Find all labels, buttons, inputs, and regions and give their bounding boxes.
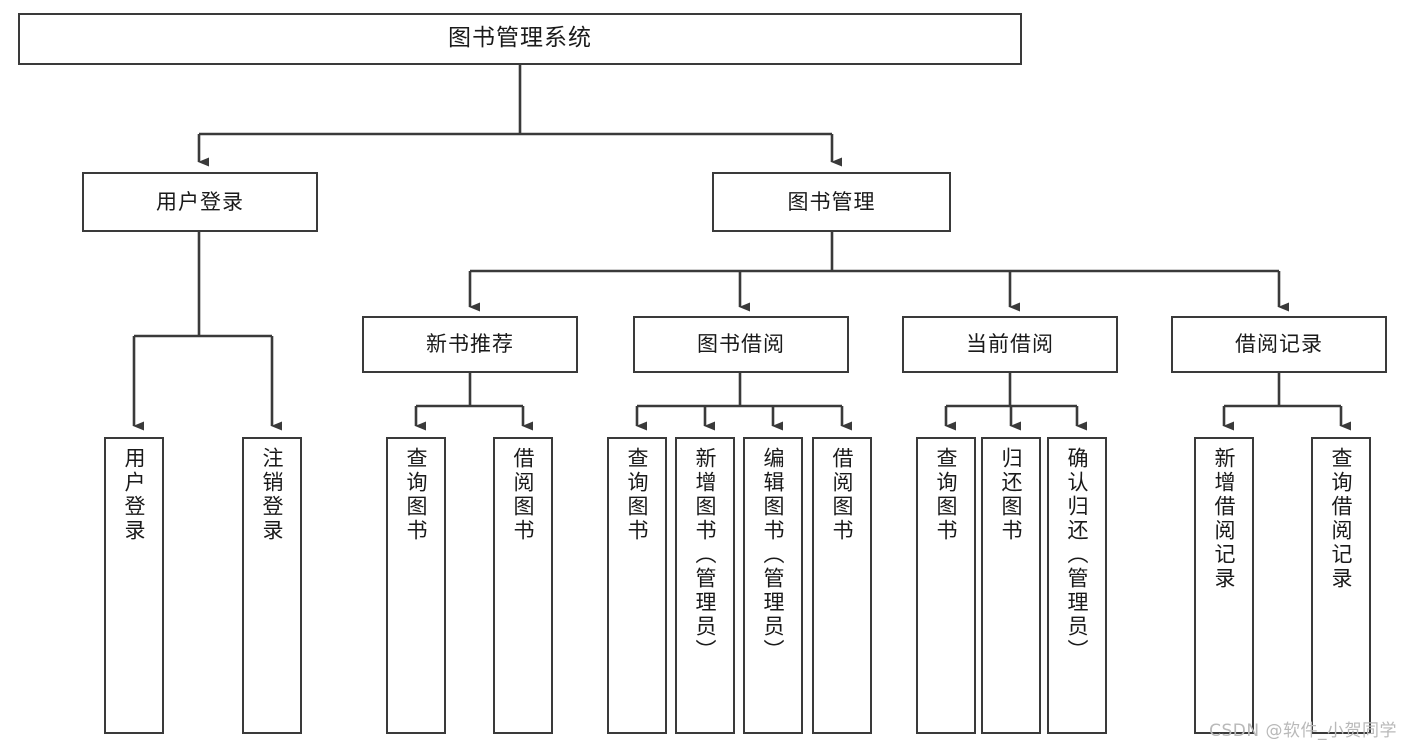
node-label: 新增图书（管理员） xyxy=(693,447,718,663)
node-label: 编辑图书（管理员） xyxy=(761,447,786,663)
leaf-query-borrow-record[interactable]: 查询借阅记录 xyxy=(1311,437,1371,734)
node-borrow-record[interactable]: 借阅记录 xyxy=(1171,316,1387,373)
node-label: 借阅图书 xyxy=(511,447,536,543)
leaf-query-book-current[interactable]: 查询图书 xyxy=(916,437,976,734)
node-label: 新书推荐 xyxy=(426,332,514,357)
node-label: 查询图书 xyxy=(625,447,650,543)
node-label: 归还图书 xyxy=(999,447,1024,543)
leaf-return-book[interactable]: 归还图书 xyxy=(981,437,1041,734)
node-new-book-recommend[interactable]: 新书推荐 xyxy=(362,316,578,373)
node-label: 借阅记录 xyxy=(1235,332,1323,357)
node-label: 查询借阅记录 xyxy=(1329,447,1354,591)
leaf-add-book[interactable]: 新增图书（管理员） xyxy=(675,437,735,734)
node-book-manage[interactable]: 图书管理 xyxy=(712,172,951,232)
node-label: 用户登录 xyxy=(122,447,147,543)
leaf-query-book-borrow[interactable]: 查询图书 xyxy=(607,437,667,734)
node-label: 用户登录 xyxy=(156,189,244,214)
leaf-logout[interactable]: 注销登录 xyxy=(242,437,302,734)
leaf-user-login[interactable]: 用户登录 xyxy=(104,437,164,734)
node-current-borrow[interactable]: 当前借阅 xyxy=(902,316,1118,373)
node-label: 确认归还（管理员） xyxy=(1065,447,1090,663)
node-root-library-system[interactable]: 图书管理系统 xyxy=(18,13,1022,65)
node-book-borrow[interactable]: 图书借阅 xyxy=(633,316,849,373)
node-label: 图书借阅 xyxy=(697,332,785,357)
leaf-borrow-book[interactable]: 借阅图书 xyxy=(812,437,872,734)
node-label: 图书管理系统 xyxy=(448,25,592,52)
leaf-query-book-recommend[interactable]: 查询图书 xyxy=(386,437,446,734)
leaf-edit-book[interactable]: 编辑图书（管理员） xyxy=(743,437,803,734)
node-user-login[interactable]: 用户登录 xyxy=(82,172,318,232)
leaf-confirm-return[interactable]: 确认归还（管理员） xyxy=(1047,437,1107,734)
watermark-text: CSDN @软件_小贺同学 xyxy=(1209,721,1397,741)
node-label: 当前借阅 xyxy=(966,332,1054,357)
node-label: 查询图书 xyxy=(934,447,959,543)
node-label: 注销登录 xyxy=(260,447,285,543)
node-label: 借阅图书 xyxy=(830,447,855,543)
node-label: 查询图书 xyxy=(404,447,429,543)
node-label: 图书管理 xyxy=(787,189,876,214)
node-label: 新增借阅记录 xyxy=(1212,447,1237,591)
leaf-add-borrow-record[interactable]: 新增借阅记录 xyxy=(1194,437,1254,734)
leaf-borrow-book-recommend[interactable]: 借阅图书 xyxy=(493,437,553,734)
